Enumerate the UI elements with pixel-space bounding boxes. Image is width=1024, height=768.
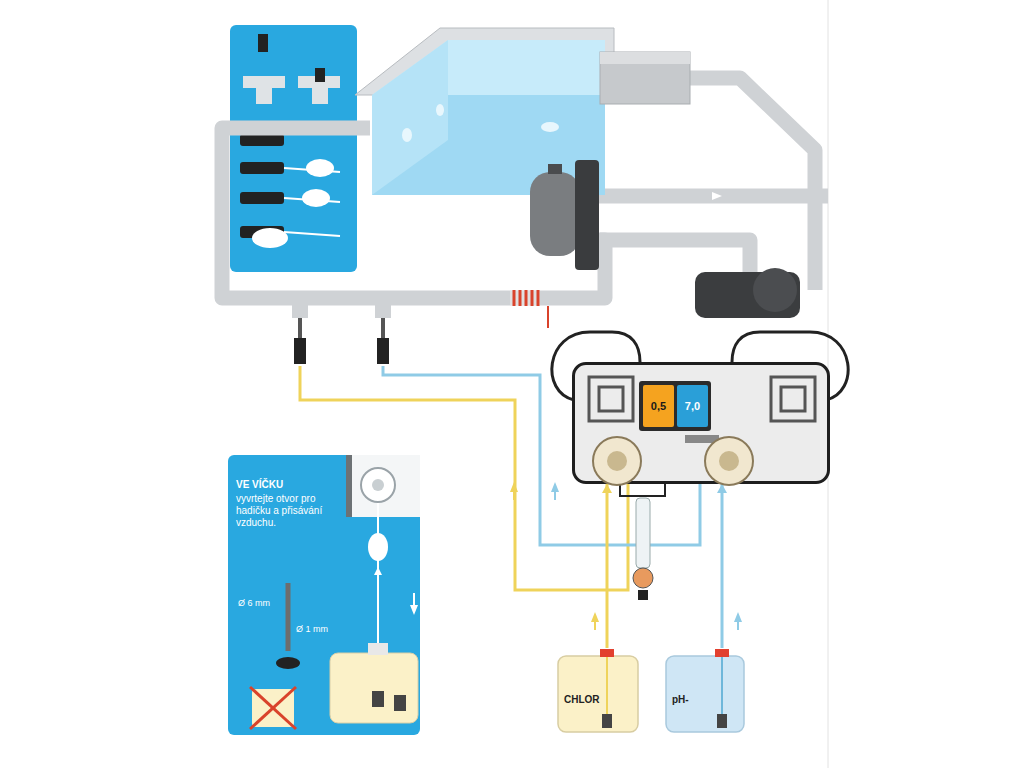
decoration [593,437,641,485]
flow-arrow [734,612,742,622]
decoration [717,714,727,728]
probe-cell [620,484,665,600]
decoration [368,643,388,655]
flow-arrow [513,492,515,500]
decoration [377,575,379,585]
note-body: vyvrtejte otvor pro hadičku a přisávání … [236,493,332,529]
note-heading: VE VÍČKU [236,479,336,491]
decoration [607,451,627,471]
decoration [346,455,352,517]
decoration [600,649,614,657]
ph-reading: 7,0 [677,385,708,427]
decoration [372,691,384,707]
instruction-panel [230,25,357,272]
decoration [276,657,300,669]
instruction-panel: VE VÍČKU vyvrtejte otvor pro hadičku a př… [228,455,420,735]
injection-valves [292,302,391,364]
decoration [599,387,623,411]
flow-arrow [712,192,722,200]
decoration [346,455,420,517]
decoration [374,567,382,575]
decoration [639,381,711,431]
decoration [589,377,633,421]
flow-arrow [510,482,518,492]
canister-label: pH- [672,694,689,706]
dosing-controller: 0,57,0 [572,362,830,484]
flow-arrow [591,612,599,622]
decoration [250,687,296,729]
decoration [413,593,415,605]
decoration [286,583,291,651]
decoration [410,605,418,615]
decoration [771,377,815,421]
dimension-label: Ø 6 mm [238,598,270,608]
chlorine-reading: 0,5 [643,385,674,427]
dosing-tube [721,484,724,648]
flow-arrow [743,162,753,170]
ph-canister: pH- [664,648,746,734]
chlorine-canister: CHLOR [556,648,640,734]
fitting-icons [240,34,340,248]
decoration [666,656,744,732]
decoration [715,649,729,657]
decoration [705,437,753,485]
shape-outline [664,648,746,734]
shape-outline [556,648,640,734]
decoration [250,687,296,729]
dimension-label: Ø 1 mm [296,624,328,634]
heat-exchanger [510,290,548,328]
canister-label: CHLOR [564,694,600,706]
flow-arrow [594,622,596,630]
decoration [719,451,739,471]
decoration [602,714,612,728]
dosing-tube [606,484,609,648]
pump [695,268,800,318]
arrowhead [602,484,612,493]
decoration [558,656,638,732]
decoration [721,657,723,716]
decoration [330,653,418,723]
pool [355,28,690,195]
flow-arrow [554,492,556,500]
decoration [606,657,608,716]
decoration [394,695,406,711]
pipes [222,78,828,298]
decoration [368,533,388,561]
decoration [781,387,805,411]
sand-filter [530,160,599,270]
flow-arrow [551,482,559,492]
decoration [361,468,395,502]
decoration [372,479,384,491]
flow-arrow [737,622,739,630]
